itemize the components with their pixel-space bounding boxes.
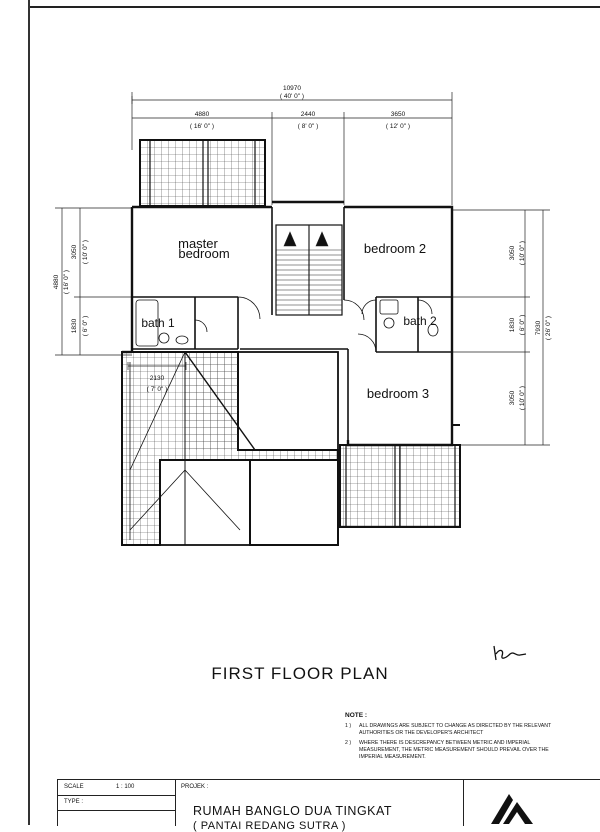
note-item: 2 ) WHERE THERE IS DESCREPANCY BETWEEN M… <box>345 740 555 761</box>
title-block-meta: SCALE 1 : 100 TYPE : <box>57 780 176 826</box>
dim-top-overall: 10970 <box>283 85 301 92</box>
dim-top-seg2-imperial: ( 8' 0" ) <box>298 123 319 130</box>
type-row: TYPE : <box>58 795 175 811</box>
dim-left-seg1: 3050 <box>71 244 78 259</box>
title-block-project: PROJEK : RUMAH BANGLO DUA TINGKAT ( PANT… <box>175 780 464 832</box>
scale-label: SCALE <box>64 784 84 790</box>
dim-right-seg1-imperial: ( 10' 0" ) <box>519 241 526 265</box>
terrace-slab <box>121 351 339 546</box>
door-swings <box>194 296 433 353</box>
title-block: SCALE 1 : 100 TYPE : PROJEK : RUMAH BANG… <box>57 779 600 832</box>
right-dimension-lines <box>452 209 550 446</box>
sheet-top-border <box>30 0 600 8</box>
dim-top-seg1: 4880 <box>195 111 210 118</box>
plan-title: FIRST FLOOR PLAN <box>211 664 389 683</box>
dim-left-seg2-imperial: ( 6' 0" ) <box>82 316 89 337</box>
dim-right-seg3-imperial: ( 10' 0" ) <box>519 386 526 410</box>
scale-value: 1 : 100 <box>116 784 135 790</box>
dim-right-overall: 7930 <box>535 320 542 335</box>
dim-top-seg3-imperial: ( 12' 0" ) <box>386 123 410 130</box>
dim-left-seg2: 1830 <box>71 318 78 333</box>
room-label-master-bedroom: bedroom <box>178 246 229 261</box>
room-label-bath-1: bath 1 <box>141 316 175 330</box>
notes-heading: NOTE : <box>345 712 368 719</box>
note-item: 1 ) ALL DRAWINGS ARE SUBJECT TO CHANGE A… <box>345 723 555 737</box>
rear-balcony-railings <box>345 445 456 527</box>
project-subtitle: ( PANTAI REDANG SUTRA ) <box>193 820 346 832</box>
dim-top-seg1-imperial: ( 16' 0" ) <box>190 123 214 130</box>
left-dimension-lines <box>55 207 187 370</box>
dim-left-seg1-imperial: ( 10' 0" ) <box>82 240 89 264</box>
scale-row: SCALE 1 : 100 <box>58 780 175 796</box>
room-label-bedroom-2: bedroom 2 <box>364 241 426 256</box>
dim-right-seg1: 3050 <box>509 245 516 260</box>
dim-top-seg2: 2440 <box>301 111 316 118</box>
type-label: TYPE : <box>64 799 84 805</box>
dim-top-seg3: 3650 <box>391 111 406 118</box>
floor-plan-drawing: master bedroom bedroom 2 bedroom 3 bath … <box>53 85 552 546</box>
signature-mark <box>493 645 527 661</box>
dim-inner-width: 2130 <box>150 375 165 382</box>
front-balcony-railings <box>149 140 256 206</box>
developer-logo-icon <box>491 794 533 824</box>
note-number: 1 ) <box>345 723 352 729</box>
sheet-left-border <box>28 0 30 825</box>
dim-right-overall-imperial: ( 26' 0" ) <box>545 316 552 340</box>
staircase <box>275 224 343 316</box>
terrace-void <box>249 459 339 546</box>
notes-section: NOTE : 1 ) ALL DRAWINGS ARE SUBJECT TO C… <box>345 712 555 764</box>
interior-walls <box>132 207 452 440</box>
dim-inner-width-imperial: ( 7' 0" ) <box>147 386 168 393</box>
dim-right-seg2-imperial: ( 6' 0" ) <box>519 315 526 336</box>
note-text: ALL DRAWINGS ARE SUBJECT TO CHANGE AS DI… <box>359 723 552 736</box>
dim-right-seg3: 3050 <box>509 390 516 405</box>
dim-left-overall-imperial: ( 16' 0" ) <box>63 270 70 294</box>
bath-fixtures <box>135 299 439 347</box>
projek-label: PROJEK : <box>181 784 209 790</box>
dim-right-seg2: 1830 <box>509 317 516 332</box>
project-name: RUMAH BANGLO DUA TINGKAT <box>193 804 393 818</box>
note-number: 2 ) <box>345 740 352 746</box>
dim-left-overall: 4880 <box>53 274 60 289</box>
room-label-master: master <box>178 236 218 251</box>
dim-top-overall-imperial: ( 40' 0" ) <box>280 93 304 100</box>
note-text: WHERE THERE IS DESCREPANCY BETWEEN METRI… <box>359 740 549 760</box>
top-dimension-lines <box>131 92 453 205</box>
room-label-bedroom-3: bedroom 3 <box>367 386 429 401</box>
room-label-bath-2: bath 2 <box>403 314 437 328</box>
